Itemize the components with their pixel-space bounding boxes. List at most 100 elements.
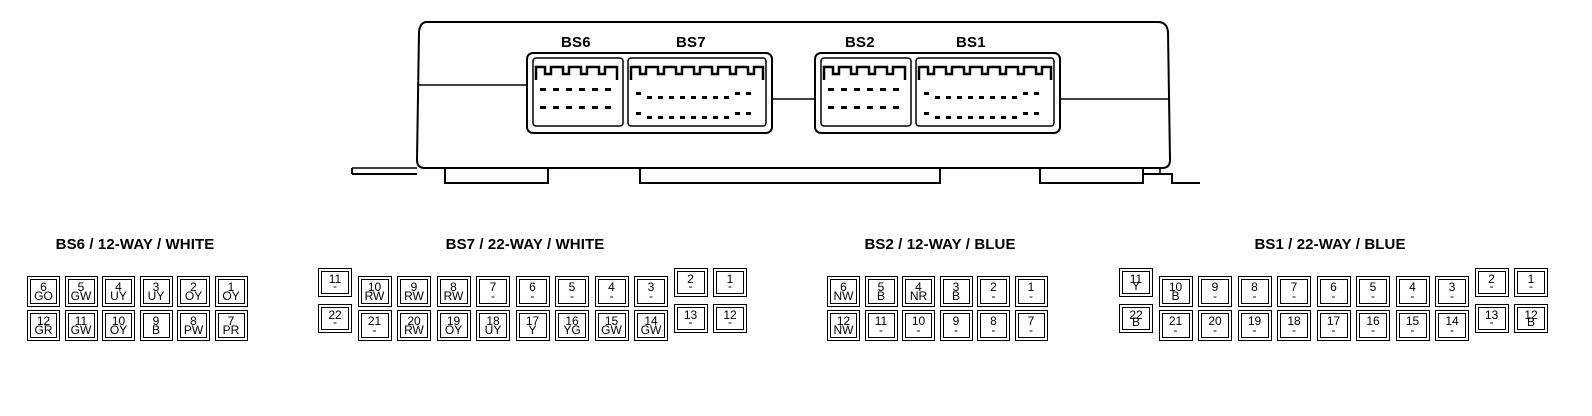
pin-number: 6 bbox=[1330, 280, 1337, 294]
pin-number: 1 bbox=[726, 272, 734, 286]
pin-wire-color: - bbox=[1450, 289, 1454, 303]
pin-bs1-17: 17- bbox=[1316, 310, 1351, 341]
pin-wire-color: - bbox=[1292, 323, 1296, 337]
pin-wire-color: - bbox=[1029, 323, 1033, 337]
pin-bs1-8: 8- bbox=[1237, 276, 1272, 307]
pin-wire-color: NW bbox=[833, 289, 854, 303]
pin-number: 3 bbox=[1448, 280, 1456, 294]
pin-wire-color: - bbox=[491, 289, 495, 303]
pin-wire-color: - bbox=[1489, 279, 1494, 293]
pin-wire-color: - bbox=[1331, 323, 1336, 337]
pin-number: 2 bbox=[1488, 272, 1495, 286]
pin-wire-color: - bbox=[609, 289, 614, 303]
pin-wire-color: - bbox=[1252, 289, 1257, 303]
pin-number: 11 bbox=[874, 314, 888, 328]
pin-wire-color: OY bbox=[184, 289, 203, 303]
pin-number: 14 bbox=[1445, 314, 1459, 328]
pin-number: 9 bbox=[952, 314, 960, 328]
ecu-label-bs6: BS6 bbox=[561, 34, 591, 51]
pin-bs1-9: 9- bbox=[1198, 276, 1232, 307]
pin-wire-color: GO bbox=[34, 289, 53, 303]
pin-bs1-15: 15- bbox=[1395, 310, 1430, 341]
pin-wire-color: - bbox=[1252, 323, 1257, 337]
pin-bs1-7: 7- bbox=[1277, 276, 1311, 307]
pin-wire-color: OY bbox=[109, 323, 128, 337]
pin-number: 16 bbox=[565, 314, 579, 328]
pin-number: 4 bbox=[1409, 280, 1416, 294]
pin-bs7-22: 22- bbox=[318, 304, 352, 333]
pin-wire-color: NW bbox=[833, 323, 854, 337]
pin-bs2-8: 8- bbox=[977, 310, 1010, 341]
pin-number: 8 bbox=[1251, 280, 1258, 294]
pin-wire-color: GW bbox=[70, 289, 92, 303]
pin-wire-color: GW bbox=[70, 323, 92, 337]
pin-number: 1 bbox=[1527, 272, 1535, 286]
pin-number: 20 bbox=[1208, 314, 1222, 328]
pin-wire-color: - bbox=[333, 279, 337, 293]
pin-number: 1 bbox=[227, 280, 235, 294]
pin-number: 1 bbox=[1027, 280, 1035, 294]
pin-bs7-21: 21- bbox=[357, 310, 392, 341]
pin-wire-color: - bbox=[1173, 323, 1178, 337]
pin-wire-color: RW bbox=[404, 289, 424, 303]
pin-wire-color: RW bbox=[364, 289, 385, 303]
pin-bs2-2: 2- bbox=[977, 276, 1010, 307]
pin-wire-color: B bbox=[1131, 315, 1140, 329]
pin-bs1-4: 4- bbox=[1395, 276, 1430, 307]
pin-number: 4 bbox=[115, 280, 122, 294]
pin-wire-color: - bbox=[916, 323, 921, 337]
pin-number: 7 bbox=[1027, 314, 1035, 328]
pin-wire-color: UY bbox=[484, 323, 502, 337]
pin-number: 12 bbox=[723, 308, 737, 322]
pin-wire-color: RW bbox=[443, 289, 464, 303]
pin-number: 11 bbox=[1129, 272, 1143, 286]
pin-bs1-6: 6- bbox=[1316, 276, 1351, 307]
pin-number: 3 bbox=[152, 280, 160, 294]
ecu-label-bs2: BS2 bbox=[845, 34, 875, 51]
pin-wire-color: B bbox=[951, 289, 960, 303]
pin-number: 18 bbox=[486, 314, 500, 328]
pin-number: 4 bbox=[915, 280, 922, 294]
pin-number: 15 bbox=[1405, 314, 1420, 328]
pin-number: 16 bbox=[1366, 314, 1380, 328]
pin-number: 8 bbox=[190, 314, 197, 328]
pin-wire-color: - bbox=[1371, 289, 1375, 303]
pin-number: 20 bbox=[407, 314, 421, 328]
pin-number: 11 bbox=[74, 314, 88, 328]
pin-number: 10 bbox=[111, 314, 126, 328]
pin-bs1-1: 1- bbox=[1514, 268, 1548, 297]
pin-wire-color: - bbox=[649, 289, 653, 303]
pin-number: 14 bbox=[644, 314, 658, 328]
pin-bs1-19: 19- bbox=[1237, 310, 1272, 341]
pin-bs1-18: 18- bbox=[1277, 310, 1311, 341]
pin-bs7-3: 3- bbox=[634, 276, 668, 307]
pin-number: 9 bbox=[410, 280, 418, 294]
pin-bs7-5: 5- bbox=[555, 276, 589, 307]
pin-bs7-13: 13- bbox=[673, 304, 708, 333]
pin-wire-color: GW bbox=[640, 323, 662, 337]
pin-bs1-21: 21- bbox=[1158, 310, 1193, 341]
pin-number: 8 bbox=[990, 314, 997, 328]
pin-bs7-4: 4- bbox=[594, 276, 629, 307]
pin-wire-color: UY bbox=[110, 289, 127, 303]
pin-bs1-14: 14- bbox=[1435, 310, 1469, 341]
pin-wire-color: - bbox=[879, 323, 883, 337]
pin-wire-color: - bbox=[954, 323, 958, 337]
pin-number: 22 bbox=[328, 308, 342, 322]
ecu-label-bs1: BS1 bbox=[956, 34, 986, 51]
connector-title-bs6: BS6 / 12-WAY / WHITE bbox=[55, 236, 215, 253]
pin-number: 5 bbox=[568, 280, 576, 294]
